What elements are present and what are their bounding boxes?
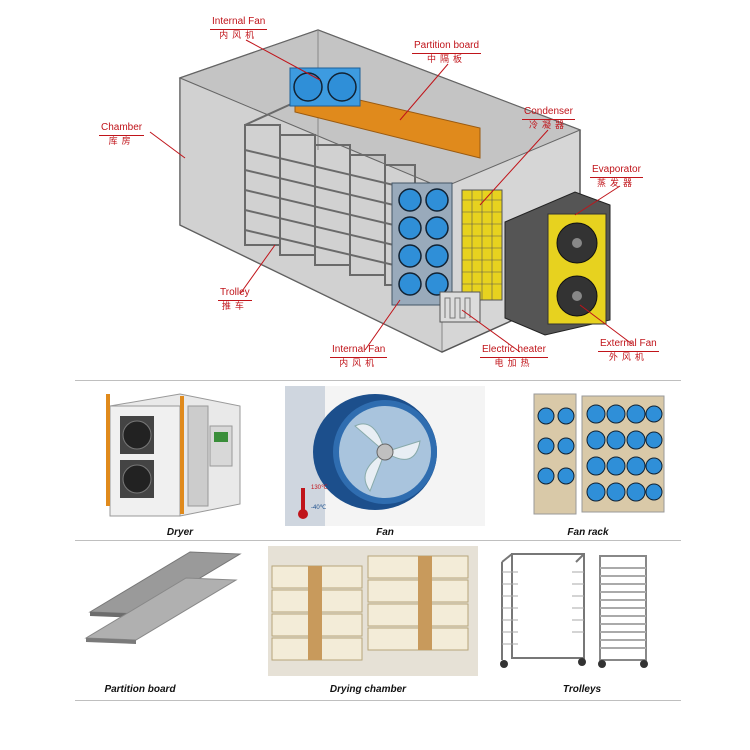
callout-label: Trolley (218, 287, 252, 301)
callout-partition-board: Partition board 中隔板 (412, 40, 482, 66)
product-trolleys (492, 546, 692, 696)
callout-electric-heater: Electric heater 电加热 (480, 344, 548, 370)
callout-label-zh: 中隔板 (427, 55, 467, 65)
caption-trolleys: Trolleys (562, 684, 602, 695)
callout-internal-fan-bottom: Internal Fan 内风机 (330, 344, 388, 370)
callout-label: External Fan (598, 338, 659, 352)
product-fan-rack (488, 386, 688, 536)
caption-fan: Fan (376, 527, 394, 538)
callout-label: Partition board (412, 40, 482, 54)
product-partition-board (80, 546, 280, 696)
fan-rack-photo (533, 393, 665, 515)
callout-label: Evaporator (590, 164, 643, 178)
grid-divider (75, 540, 681, 541)
callout-label: Electric heater (480, 344, 548, 358)
caption-drying-chamber: Drying chamber (329, 684, 407, 695)
drying-chamber-photo (268, 546, 478, 676)
grid-divider (75, 380, 681, 381)
callout-evaporator: Evaporator 蒸发器 (590, 164, 643, 190)
callout-external-fan: External Fan 外风机 (598, 338, 659, 364)
product-dryer (80, 386, 280, 536)
heat-pump-dryer-diagram: Internal Fan 内风机 Partition board 中隔板 Cha… (99, 16, 659, 370)
callout-label-zh: 外风机 (608, 353, 648, 363)
caption-fan-rack: Fan rack (567, 527, 609, 538)
product-drying-chamber (268, 546, 478, 696)
callout-label: Condenser (522, 106, 575, 120)
callout-label-zh: 电加热 (494, 359, 534, 369)
temp-high-label: 130℃ (311, 485, 328, 491)
callout-label: Chamber (99, 122, 145, 136)
dryer-cutaway-illustration (149, 29, 633, 353)
callout-internal-fan-top: Internal Fan 内风机 (210, 16, 268, 42)
callout-label: Internal Fan (210, 16, 268, 30)
fan-photo (285, 386, 485, 526)
callout-label-zh: 冷凝器 (528, 121, 568, 131)
partition-board-photo (84, 551, 242, 644)
callout-label-zh: 内风机 (219, 31, 259, 41)
callout-label-zh: 内风机 (339, 359, 379, 369)
callout-label-zh: 推车 (221, 302, 248, 312)
callout-trolley: Trolley 推车 (218, 287, 252, 313)
caption-dryer: Dryer (166, 527, 194, 538)
callout-chamber: Chamber 库房 (99, 122, 145, 148)
grid-divider (75, 700, 681, 701)
callout-label-zh: 蒸发器 (596, 179, 636, 189)
temp-low-label: -40℃ (311, 505, 327, 511)
callout-condenser: Condenser 冷凝器 (522, 106, 575, 132)
product-fan: 130℃ -40℃ (285, 386, 485, 536)
callout-label: Internal Fan (330, 344, 388, 358)
caption-partition-board: Partition board (104, 684, 176, 695)
callout-label-zh: 库房 (108, 137, 135, 147)
dryer-photo (106, 393, 241, 517)
trolleys-photo (500, 553, 648, 668)
